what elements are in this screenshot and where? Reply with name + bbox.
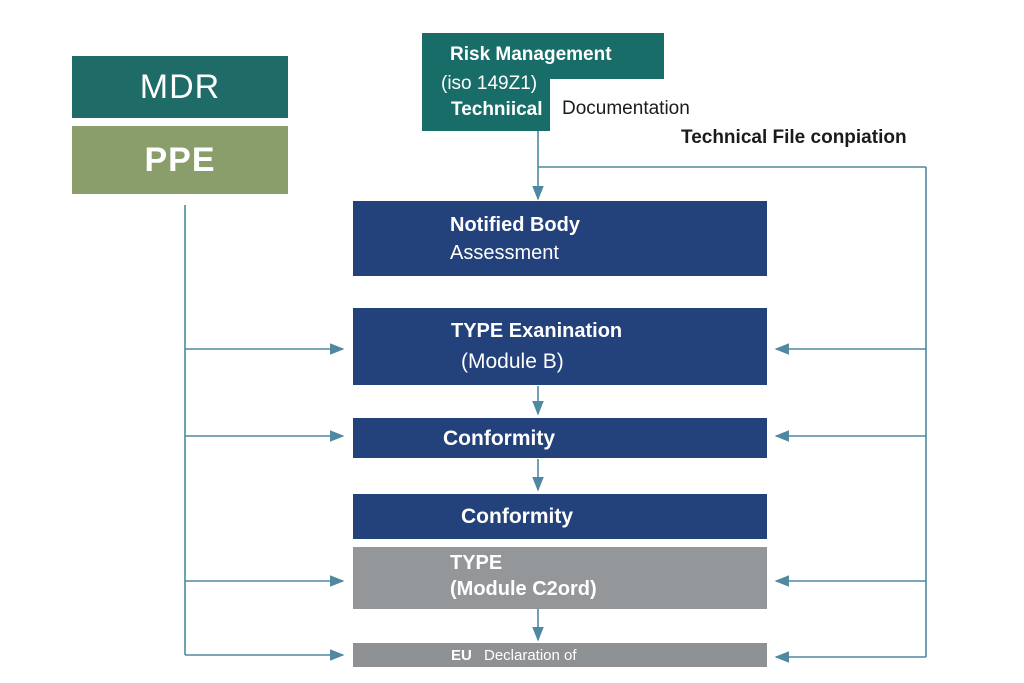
type-module-box: TYPE (Module C2ord) [353,547,767,609]
technical-file-label: Technical File conpiation [681,127,907,148]
risk-management-box-lower [422,79,550,131]
documentation-label: Documentation [562,98,690,119]
conformity-box-1: Conformity [353,418,767,458]
risk-management-box [422,33,664,79]
eu-declaration-box: EU Declaration of [353,643,767,667]
type-module-subtitle: (Module C2ord) [450,578,597,600]
risk-technical-label: Techniical [451,99,543,120]
type-examination-module: (Module B) [461,350,564,373]
eu-declaration-label: Declaration of [484,647,577,664]
conformity-label-2: Conformity [461,505,573,528]
notified-body-box: Notified Body Assessment [353,201,767,276]
type-examination-title: TYPE Exanination [451,320,623,342]
conformity-label-1: Conformity [443,427,555,450]
risk-iso-label: (iso 149Z1) [441,73,538,94]
notified-body-subtitle: Assessment [450,242,559,264]
mdr-box: MDR [72,56,288,118]
conformity-box-2: Conformity [353,494,767,539]
eu-declaration-eu: EU [451,647,472,664]
risk-management-title: Risk Management [450,44,612,65]
ppe-box: PPE [72,126,288,194]
type-module-title: TYPE [450,552,503,574]
notified-body-title: Notified Body [450,214,580,236]
type-examination-box: TYPE Exanination (Module B) [353,308,767,385]
